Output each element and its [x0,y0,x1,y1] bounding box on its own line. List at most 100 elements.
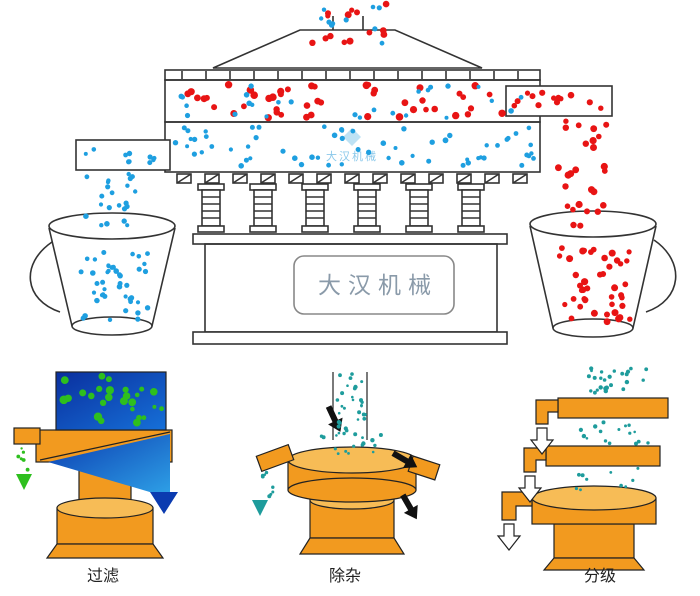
particle-dot [376,5,382,11]
main-sifter-machine [75,16,613,345]
particle-dot [617,428,621,431]
particle-dot [599,376,603,380]
particle-dot [390,110,396,116]
particle-dot [338,421,342,425]
particle-dot [322,124,327,129]
particle-dot [577,472,581,477]
particle-dot [130,251,135,257]
particle-dot [626,249,632,255]
particle-dot [577,282,583,289]
particle-dot [371,107,377,113]
particle-dot [601,420,606,425]
particle-dot [601,168,608,174]
dezha-pedestal-foot [298,537,406,555]
particles-feed-blue [319,4,385,46]
particle-dot [126,171,131,177]
particle-dot [556,253,563,259]
particle-dot [361,412,366,417]
particle-dot [319,434,324,438]
particles-bucket-left-blue [78,250,151,322]
particle-dot [498,109,506,118]
particle-dot [340,404,344,408]
particle-dot [370,90,377,97]
particle-dot [245,144,251,149]
particles-bucket-right-red [556,245,633,326]
particle-dot [476,156,481,161]
particle-dot [199,150,204,155]
particle-dot [340,391,345,396]
particle-dot [386,155,391,161]
particle-dot [465,157,470,162]
particle-dot [16,454,21,459]
particle-dot [344,11,352,19]
particle-dot [590,309,598,317]
particle-dot [429,139,435,145]
particle-dot [399,160,405,166]
illustration-impurity-removal [252,372,441,555]
particle-dot [529,93,536,100]
particles-grade-mid-teal [578,420,650,446]
particle-dot [619,302,626,309]
particle-dot [350,372,354,376]
particle-dot [352,444,356,448]
particle-dot [524,90,531,96]
particle-dot [600,202,607,209]
particle-dot [380,27,387,34]
particle-dot [130,406,135,412]
grading-deck-1 [557,397,669,419]
particle-dot [292,155,298,161]
particle-dot [339,135,345,141]
particle-dot [572,271,579,279]
dezha-left-spout [255,443,295,473]
particle-dot [145,251,150,256]
particle-dot [83,213,89,219]
particle-dot [185,144,190,149]
particle-dot [559,245,565,252]
particle-dot [187,88,195,96]
lid-flange-bolts [181,71,519,79]
particle-dot [188,136,193,142]
particle-dot [20,447,23,450]
particle-dot [629,366,633,371]
particle-dot [568,315,575,322]
particle-dot [467,105,475,112]
particle-dot [608,249,616,257]
particle-dot [101,250,107,255]
particle-dot [608,294,615,300]
particle-dot [607,441,612,446]
particle-dot [288,99,294,105]
particle-dot [335,398,340,402]
particle-dot [601,254,608,262]
particle-dot [142,261,147,267]
particle-dot [256,124,262,130]
particle-dot [636,439,641,444]
particle-dot [356,418,360,421]
particle-dot [447,132,453,139]
left-discharge-duct [75,139,171,171]
particle-dot [357,410,362,415]
particle-dot [416,89,421,94]
grading-white-arrow-2 [517,475,543,503]
particle-dot [581,247,587,254]
particle-dot [351,398,355,402]
particle-dot [598,429,603,434]
particle-dot [243,92,250,98]
particle-dot [232,111,238,117]
particle-dot [264,470,269,475]
particle-dot [603,121,610,128]
particle-dot [606,263,613,270]
particle-dot [21,450,25,454]
particle-dot [248,83,254,89]
particle-dot [580,473,585,478]
particle-dot [317,99,325,106]
particle-dot [243,157,249,163]
particle-dot [352,112,358,118]
impurity-arrow-3 [400,493,418,520]
particle-dot [634,441,638,446]
particle-dot [117,281,123,286]
particle-dot [321,7,327,12]
particle-dot [578,427,584,432]
particle-dot [337,431,341,435]
particle-dot [360,380,364,384]
particle-dot [122,392,131,400]
